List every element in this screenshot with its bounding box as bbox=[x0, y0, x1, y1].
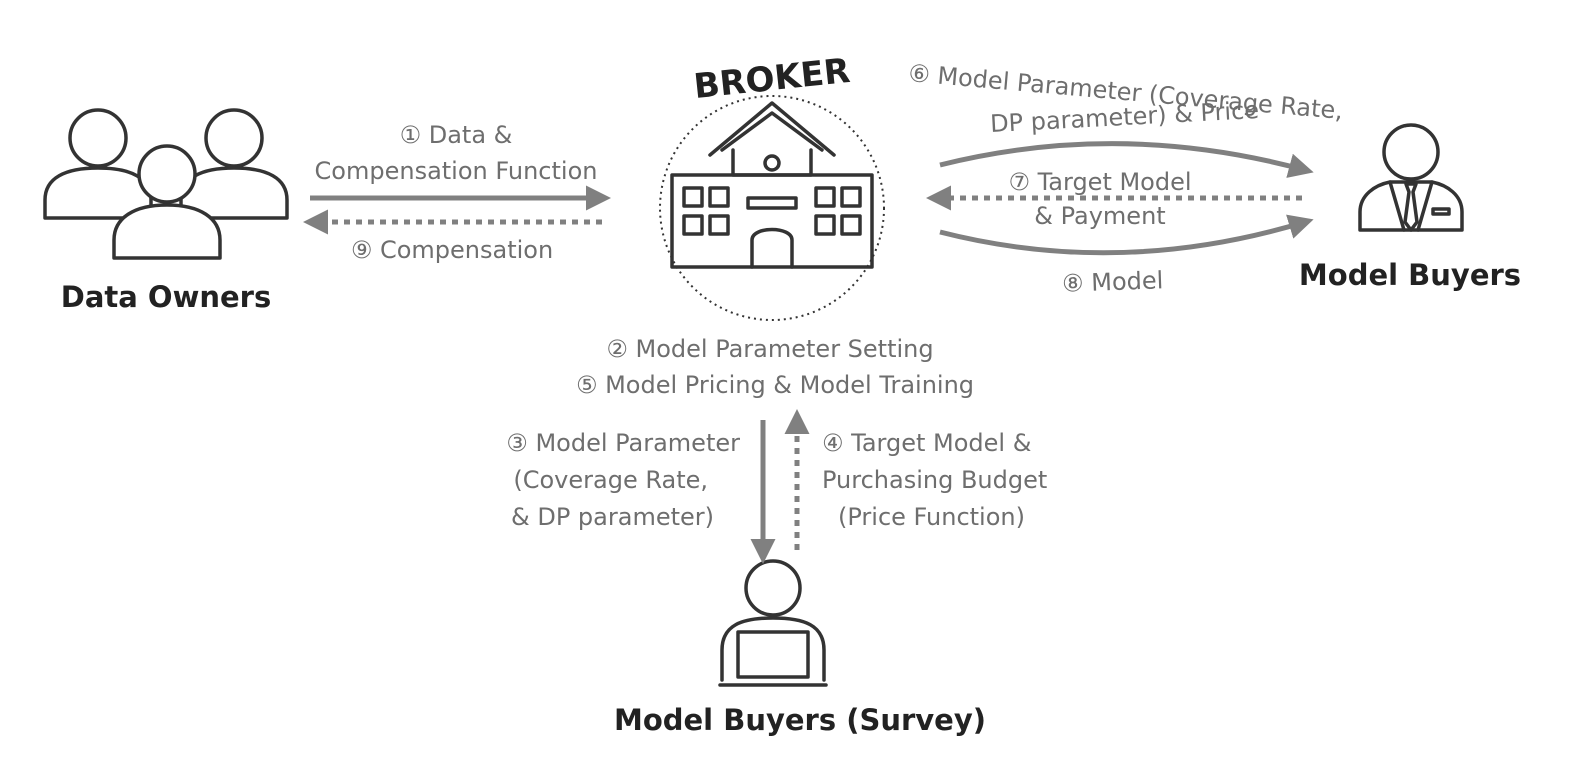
step-3-line2: (Coverage Rate, bbox=[513, 466, 708, 494]
step-3-line3: & DP parameter) bbox=[511, 503, 714, 531]
step-5-label: ⑤ Model Pricing & Model Training bbox=[576, 371, 974, 399]
step-7-line2: & Payment bbox=[1034, 202, 1165, 230]
model-buyers-survey-icon bbox=[718, 559, 828, 687]
step-4-line1: ④ Target Model & bbox=[822, 429, 1031, 457]
step-2-label: ② Model Parameter Setting bbox=[606, 335, 933, 363]
broker-label: BROKER bbox=[692, 51, 852, 107]
step-7-line1: ⑦ Target Model bbox=[1008, 168, 1191, 196]
step-6-line2: DP parameter) & Price bbox=[989, 96, 1259, 138]
step-9-label: ⑨ Compensation bbox=[351, 236, 553, 264]
step-4-line2: Purchasing Budget bbox=[822, 466, 1047, 494]
arrow-model-parameter-price bbox=[939, 141, 1314, 178]
data-owners-label: Data Owners bbox=[61, 280, 272, 314]
broker-boundary bbox=[659, 95, 885, 321]
arrow-model bbox=[939, 214, 1314, 256]
step-1-line2: Compensation Function bbox=[315, 157, 598, 185]
model-buyers-icon bbox=[1358, 123, 1464, 232]
step-4-line3: (Price Function) bbox=[838, 503, 1025, 531]
step-1-line1: ① Data & bbox=[400, 121, 513, 149]
building-icon bbox=[670, 101, 874, 269]
step-8-label: ⑧ Model bbox=[1062, 266, 1164, 298]
model-buyers-survey-label: Model Buyers (Survey) bbox=[614, 703, 986, 737]
data-owners-icon bbox=[43, 108, 289, 260]
model-buyers-label: Model Buyers bbox=[1299, 258, 1521, 292]
step-3-line1: ③ Model Parameter bbox=[506, 429, 740, 457]
